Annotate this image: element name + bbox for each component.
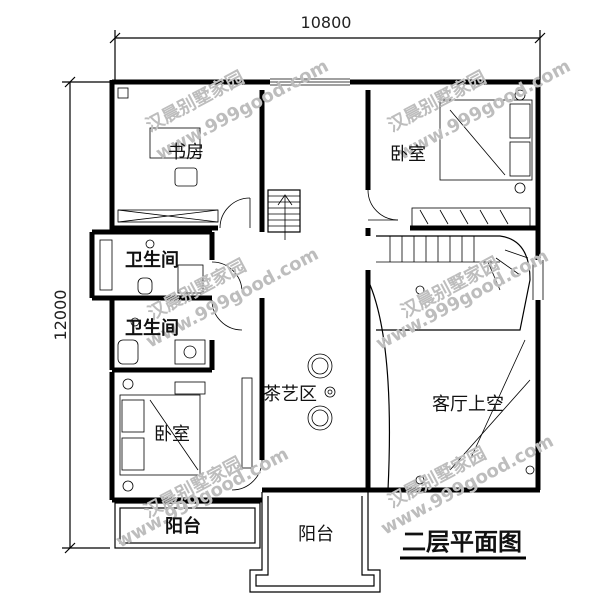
- dimension-lines: [62, 30, 546, 554]
- room-label-bedroom-top: 卧室: [390, 144, 426, 165]
- height-dimension: 12000: [51, 290, 70, 341]
- doors: [211, 189, 399, 491]
- room-label-balcony-right: 阳台: [298, 524, 334, 545]
- walls: [89, 78, 544, 503]
- room-label-bathroom-1: 卫生间: [125, 249, 179, 271]
- stairs-left: [267, 189, 301, 240]
- plan-title: 二层平面图: [402, 528, 522, 556]
- watermarks: 汉晨别墅家园 www.999good.com 汉晨别墅家园 www.999goo…: [112, 56, 574, 553]
- living-void-edge: [367, 279, 391, 491]
- balcony-outlines: [114, 492, 381, 593]
- width-dimension: 10800: [301, 13, 352, 32]
- room-label-balcony-left: 阳台: [165, 515, 201, 537]
- room-label-bedroom-bottom: 卧室: [154, 424, 190, 445]
- room-label-bathroom-2: 卫生间: [125, 317, 179, 339]
- room-label-tea-area: 茶艺区: [263, 384, 317, 405]
- room-label-study: 书房: [168, 142, 204, 163]
- furniture: [99, 87, 535, 492]
- room-label-living-void: 客厅上空: [432, 394, 504, 415]
- stairs-right: [376, 235, 531, 331]
